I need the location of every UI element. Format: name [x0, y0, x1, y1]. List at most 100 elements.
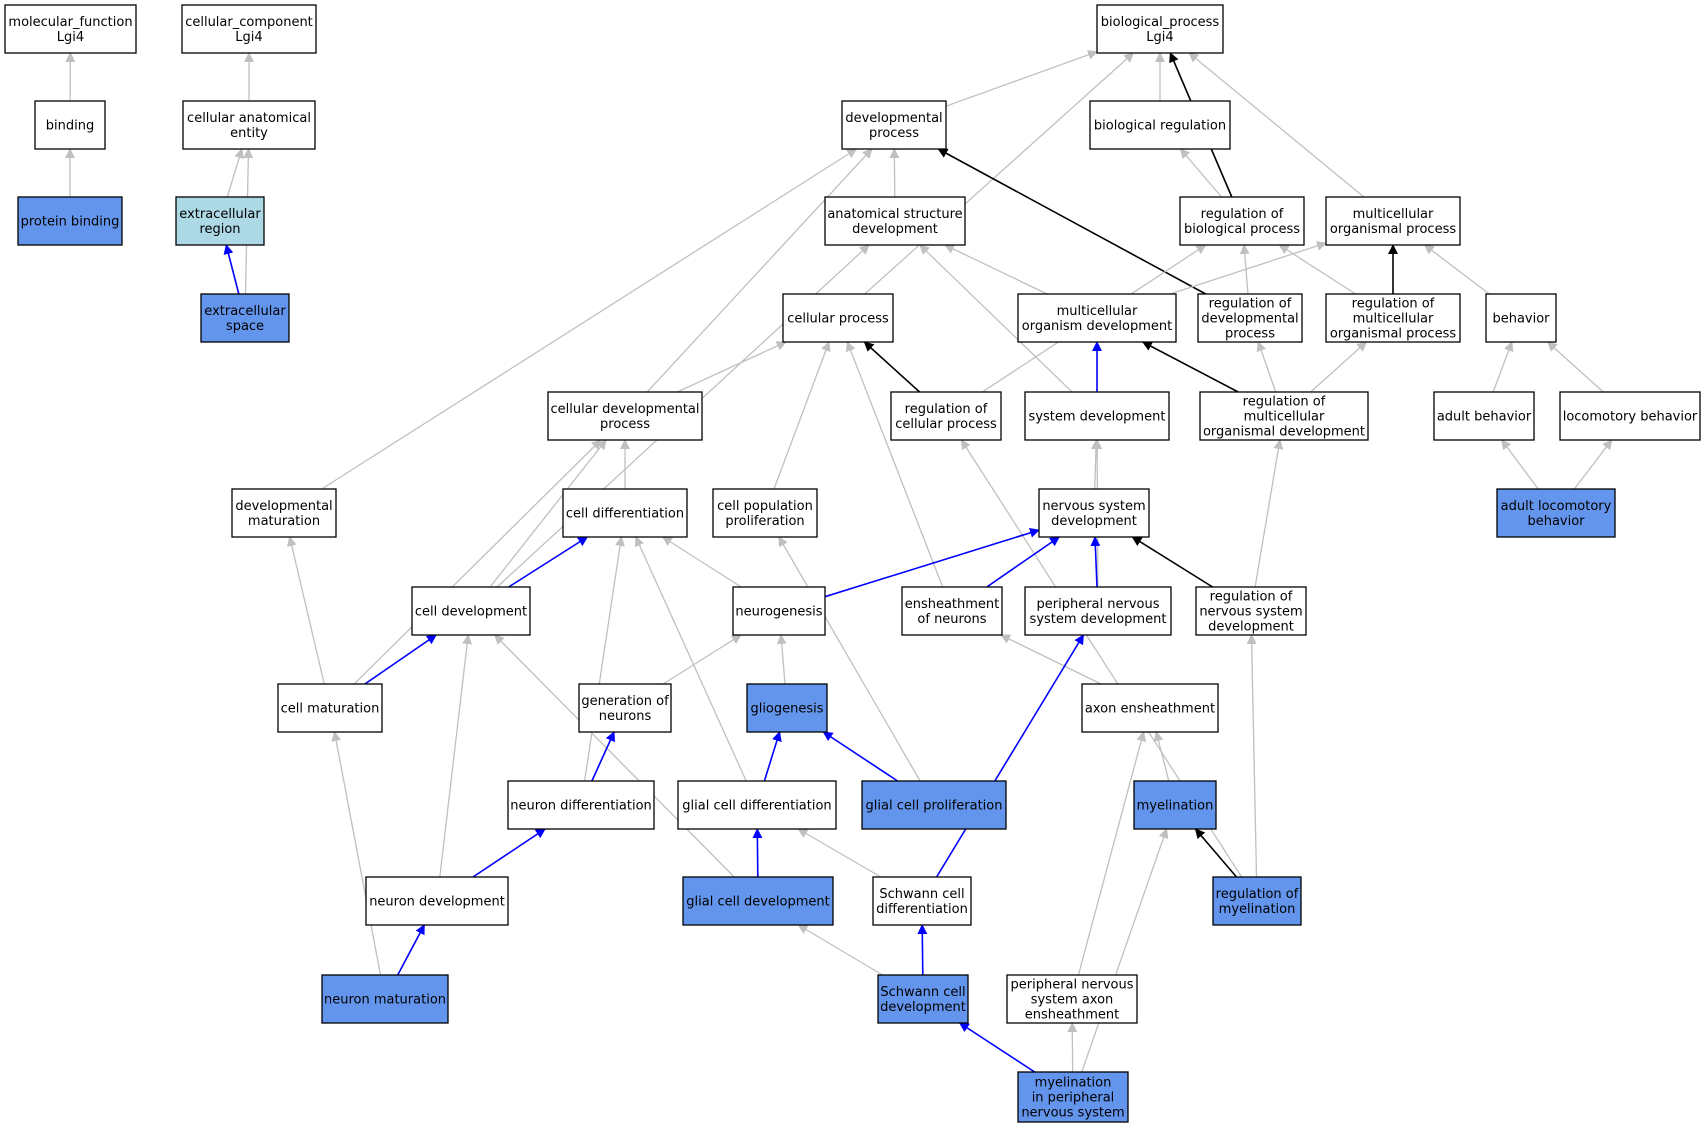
node-adult-behavior[interactable]: adult behavior: [1433, 391, 1535, 441]
node-cell-differentiation[interactable]: cell differentiation: [562, 488, 688, 538]
node-box: [732, 586, 826, 636]
edge-neuron_maturation-to-cell_maturation: [331, 731, 382, 976]
node-gliogenesis[interactable]: gliogenesis: [746, 683, 828, 733]
node-neurogenesis[interactable]: neurogenesis: [732, 586, 826, 636]
node-label-line: process: [600, 417, 650, 432]
node-label-line: development: [1051, 514, 1137, 529]
node-axon-ensheathment[interactable]: axon ensheathment: [1081, 683, 1219, 733]
edge-cell_population_proliferation-to-cellular_process: [773, 341, 831, 490]
node-glial-cell-development[interactable]: glial cell development: [682, 876, 834, 926]
node-binding[interactable]: binding: [34, 100, 106, 150]
node-neuron-development[interactable]: neuron development: [365, 876, 509, 926]
node-box: [507, 780, 655, 830]
node-box: [1081, 683, 1219, 733]
node-label-line: developmental: [235, 499, 332, 514]
node-neuron-differentiation[interactable]: neuron differentiation: [507, 780, 655, 830]
node-box: [861, 780, 1007, 830]
edge-cell_development-to-cell_differentiation: [508, 536, 589, 588]
node-label-line: extracellular: [204, 304, 286, 319]
node-glial-cell-proliferation[interactable]: glial cell proliferation: [861, 780, 1007, 830]
node-behavior[interactable]: behavior: [1485, 293, 1557, 343]
node-box: [1195, 586, 1307, 636]
node-label-line: anatomical structure: [827, 207, 962, 222]
node-system-development[interactable]: system development: [1024, 391, 1170, 441]
node-label-line: glial cell differentiation: [682, 799, 831, 814]
edge-neuron_development-to-cell_development: [439, 634, 473, 878]
node-label-line: development: [1208, 620, 1294, 635]
node-label-line: organismal development: [1203, 425, 1365, 440]
node-protein-binding[interactable]: protein binding: [17, 196, 123, 246]
edge-cellular_process-to-biological_process: [864, 52, 1135, 295]
node-myelination[interactable]: myelination: [1133, 780, 1217, 830]
edge-regulation_of_myelination-to-regulation_of_nervous_system_development: [1246, 634, 1258, 878]
node-label-line: regulation of: [1201, 207, 1284, 222]
node-label-line: peripheral nervous: [1037, 597, 1160, 612]
node-label-line: regulation of: [1216, 887, 1299, 902]
edge-regulation_of_nervous_system_development-to-regulation_of_multicellular_organismal_development: [1254, 439, 1284, 588]
edge-cell_maturation-to-cellular_developmental_process: [353, 439, 602, 685]
edge-schwann_cell_development-to-schwann_cell_differentiation: [917, 924, 928, 976]
node-label-line: binding: [46, 119, 94, 134]
node-box: [1559, 391, 1701, 441]
node-cell-development[interactable]: cell development: [411, 586, 531, 636]
node-box: [1006, 974, 1138, 1024]
node-label-line: space: [226, 319, 264, 334]
edge-extracellular_space-to-extracellular_region: [223, 244, 240, 295]
edge-behavior-to-multicellular_organismal_process: [1423, 244, 1490, 295]
node-biological-regulation[interactable]: biological regulation: [1089, 100, 1231, 150]
edge-schwann_cell_differentiation-to-peripheral_nervous_system_development: [935, 634, 1085, 878]
node-label-line: system development: [1030, 612, 1167, 627]
edge-cellular_developmental_process-to-cellular_process: [676, 341, 787, 393]
edge-ensheathment_of_neurons-to-nervous_system_development: [986, 536, 1061, 588]
node-label-line: regulation of: [1209, 297, 1292, 312]
node-label-line: myelination: [1137, 799, 1214, 814]
node-box: [1024, 586, 1172, 636]
node-label-line: Lgi4: [57, 30, 84, 45]
node-label-line: multicellular: [1353, 207, 1434, 222]
edge-cell_maturation-to-developmental_maturation: [286, 536, 325, 685]
node-cell-maturation[interactable]: cell maturation: [277, 683, 383, 733]
node-label-line: cell maturation: [281, 702, 380, 717]
edge-gliogenesis-to-neurogenesis: [776, 634, 787, 685]
node-label-line: neuron maturation: [324, 993, 446, 1008]
node-label-line: cellular anatomical: [187, 111, 311, 126]
node-neuron-maturation[interactable]: neuron maturation: [321, 974, 449, 1024]
node-cellular-process[interactable]: cellular process: [782, 293, 894, 343]
node-box: [1089, 100, 1231, 150]
node-locomotory-behavior[interactable]: locomotory behavior: [1559, 391, 1701, 441]
node-box: [1017, 1071, 1129, 1123]
edge-myelination_in_peripheral_nervous_system-to-schwann_cell_development: [958, 1022, 1036, 1073]
node-glial-cell-differentiation[interactable]: glial cell differentiation: [677, 780, 837, 830]
edge-neuron_maturation-to-neuron_development: [396, 924, 426, 976]
node-box: [890, 391, 1002, 441]
